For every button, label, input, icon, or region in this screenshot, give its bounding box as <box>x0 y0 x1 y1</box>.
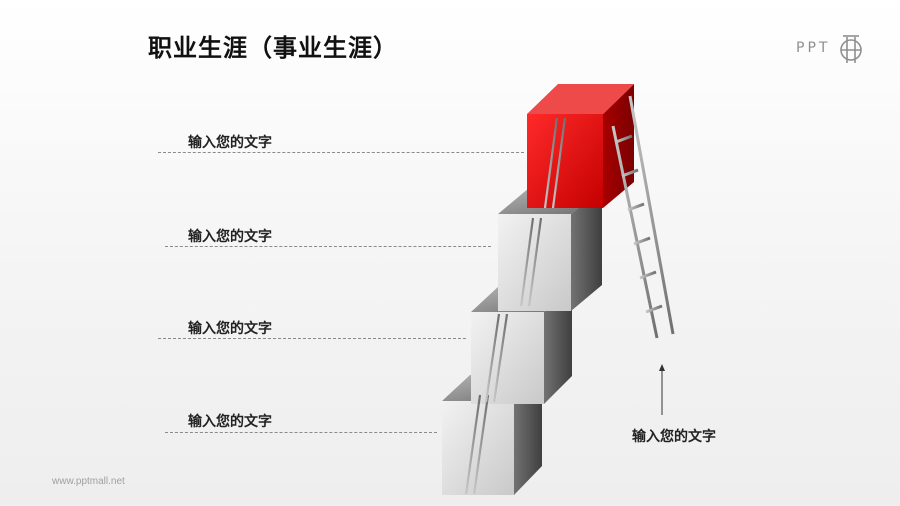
arrow-up-icon <box>659 364 665 415</box>
step-line-4 <box>165 432 437 433</box>
logo-mark-icon <box>840 35 862 63</box>
step-line-2 <box>165 246 491 247</box>
step-line-3 <box>158 338 466 339</box>
step-label-2: 输入您的文字 <box>188 228 272 244</box>
side-label: 输入您的文字 <box>632 428 716 444</box>
block-3 <box>471 286 572 404</box>
step-label-1: 输入您的文字 <box>188 134 272 150</box>
watermark: www.pptmall.net <box>52 476 125 487</box>
block-4 <box>442 375 542 495</box>
step-label-4: 输入您的文字 <box>188 413 272 429</box>
logo-text: PPT <box>796 40 831 56</box>
leaning-ladder <box>611 95 675 339</box>
ladder-4 <box>543 117 567 209</box>
block-1-red <box>527 84 634 208</box>
brand-logo: PPT <box>792 30 874 66</box>
step-label-3: 输入您的文字 <box>188 320 272 336</box>
page-title: 职业生涯（事业生涯） <box>148 35 398 62</box>
ladder-1 <box>464 394 490 495</box>
ladder-2 <box>484 313 509 403</box>
ladder-3 <box>519 217 543 307</box>
step-line-1 <box>158 152 524 153</box>
block-2 <box>498 188 602 311</box>
